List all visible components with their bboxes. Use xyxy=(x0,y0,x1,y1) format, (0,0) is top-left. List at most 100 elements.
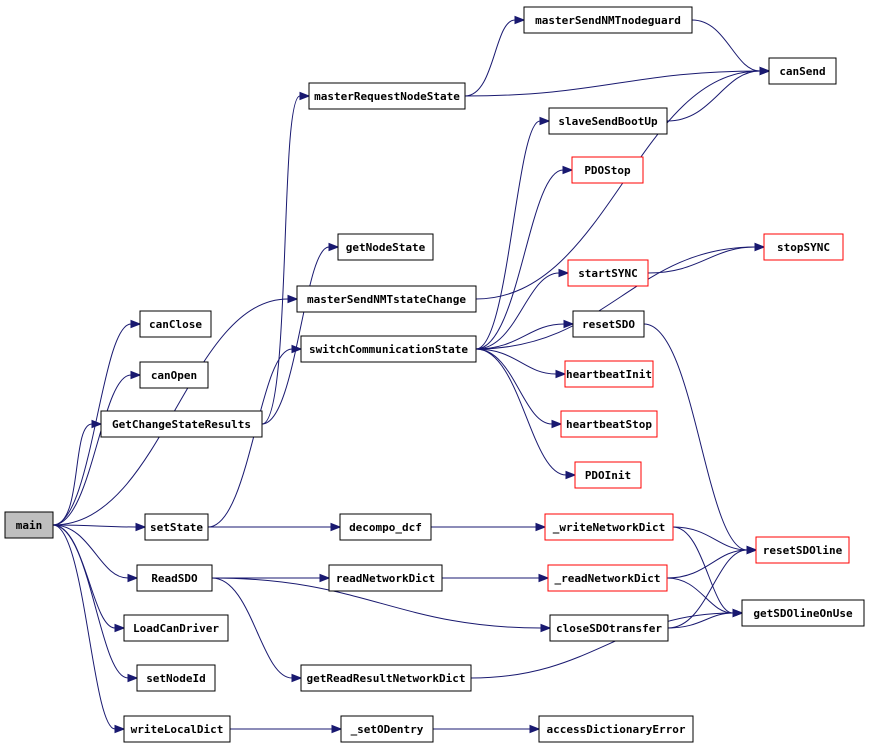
edge-switchCommunicationState-to-PDOStop xyxy=(475,165,574,350)
node-canSend[interactable]: canSend xyxy=(768,57,837,85)
node-writeLocalDict[interactable]: writeLocalDict xyxy=(123,715,231,743)
node-box[interactable] xyxy=(544,513,674,541)
node-box[interactable] xyxy=(328,564,443,592)
node-box[interactable] xyxy=(300,664,472,692)
node-masterSendNMTstateChange[interactable]: masterSendNMTstateChange xyxy=(296,285,477,313)
arrowhead-icon xyxy=(732,608,744,618)
edge-ReadSDO-to-closeSDOtransfer xyxy=(211,577,552,633)
node-box[interactable] xyxy=(549,614,669,642)
node-heartbeatStop[interactable]: heartbeatStop xyxy=(560,410,658,438)
node-getSDOlineOnUse[interactable]: getSDOlineOnUse xyxy=(741,599,865,627)
node-box[interactable] xyxy=(139,310,212,338)
node-box[interactable] xyxy=(340,715,434,743)
edge-line xyxy=(475,348,557,375)
node-box[interactable] xyxy=(4,511,54,539)
edge-GetChangeStateResults-to-masterRequestNodeState xyxy=(261,91,311,425)
node-masterRequestNodeState[interactable]: masterRequestNodeState xyxy=(308,82,466,110)
edge-line xyxy=(475,246,756,350)
node-box[interactable] xyxy=(567,259,649,287)
edge-_writeNetworkDict-to-resetSDOline xyxy=(672,526,758,555)
node-box[interactable] xyxy=(548,107,668,135)
node-box[interactable] xyxy=(308,82,466,110)
node-setNodeId[interactable]: setNodeId xyxy=(136,664,216,692)
edge-GetChangeStateResults-to-getNodeState xyxy=(261,242,340,425)
edge-line xyxy=(666,549,748,579)
node-box[interactable] xyxy=(741,599,865,627)
node-ReadSDO[interactable]: ReadSDO xyxy=(136,564,213,592)
node-box[interactable] xyxy=(763,233,844,261)
arrowhead-icon xyxy=(563,319,575,329)
node-canClose[interactable]: canClose xyxy=(139,310,212,338)
node-slaveSendBootUp[interactable]: slaveSendBootUp xyxy=(548,107,668,135)
arrowhead-icon xyxy=(565,470,577,480)
node-box[interactable] xyxy=(300,335,477,363)
node-GetChangeStateResults[interactable]: GetChangeStateResults xyxy=(100,410,263,438)
node-accessDictionaryError[interactable]: accessDictionaryError xyxy=(538,715,694,743)
node-box[interactable] xyxy=(123,715,231,743)
node-box[interactable] xyxy=(339,513,432,541)
node-getNodeState[interactable]: getNodeState xyxy=(337,233,434,261)
node-box[interactable] xyxy=(574,461,642,489)
arrowhead-icon xyxy=(287,294,299,304)
node-box[interactable] xyxy=(123,614,229,642)
node-box[interactable] xyxy=(100,410,263,438)
node-decompo_dcf[interactable]: decompo_dcf xyxy=(339,513,432,541)
node-stopSYNC[interactable]: stopSYNC xyxy=(763,233,844,261)
edge-switchCommunicationState-to-PDOInit xyxy=(475,348,577,480)
edge-line xyxy=(672,526,734,614)
edge-line xyxy=(691,19,761,72)
node-getReadResultNetworkDict[interactable]: getReadResultNetworkDict xyxy=(300,664,472,692)
edge-setState-to-switchCommunicationState xyxy=(207,344,303,528)
arrowhead-icon xyxy=(328,242,340,252)
node-main[interactable]: main xyxy=(4,511,54,539)
node-box[interactable] xyxy=(538,715,694,743)
node-box[interactable] xyxy=(144,513,209,541)
edge-setState-to-decompo_dcf xyxy=(208,522,342,532)
node-switchCommunicationState[interactable]: switchCommunicationState xyxy=(300,335,477,363)
edge-_readNetworkDict-to-resetSDOline xyxy=(666,545,758,579)
node-label: heartbeatStop xyxy=(566,418,652,431)
node-startSYNC[interactable]: startSYNC xyxy=(567,259,649,287)
node-label: canOpen xyxy=(151,369,197,382)
node-closeSDOtransfer[interactable]: closeSDOtransfer xyxy=(549,614,669,642)
node-box[interactable] xyxy=(296,285,477,313)
node-box[interactable] xyxy=(136,664,216,692)
edge-closeSDOtransfer-to-resetSDOline xyxy=(667,545,758,629)
node-box[interactable] xyxy=(755,536,850,564)
node-LoadCanDriver[interactable]: LoadCanDriver xyxy=(123,614,229,642)
node-canOpen[interactable]: canOpen xyxy=(139,361,209,389)
node-resetSDOline[interactable]: resetSDOline xyxy=(755,536,850,564)
node-box[interactable] xyxy=(572,310,645,338)
node-box[interactable] xyxy=(564,360,654,388)
node-readNetworkDict[interactable]: readNetworkDict xyxy=(328,564,443,592)
node-box[interactable] xyxy=(571,156,644,184)
node-heartbeatInit[interactable]: heartbeatInit xyxy=(564,360,654,388)
node-box[interactable] xyxy=(136,564,213,592)
node-box[interactable] xyxy=(139,361,209,389)
arrowhead-icon xyxy=(539,116,551,126)
node-PDOInit[interactable]: PDOInit xyxy=(574,461,642,489)
node-box[interactable] xyxy=(547,564,668,592)
edge-switchCommunicationState-to-heartbeatInit xyxy=(475,348,567,379)
edge-line xyxy=(52,423,93,526)
edge-line xyxy=(475,323,565,350)
node-PDOStop[interactable]: PDOStop xyxy=(571,156,644,184)
node-box[interactable] xyxy=(337,233,434,261)
edge-line xyxy=(464,19,516,97)
edge-line xyxy=(643,323,748,551)
arrowhead-icon xyxy=(114,623,126,633)
node-setState[interactable]: setState xyxy=(144,513,209,541)
node-masterSendNMTnodeguard[interactable]: masterSendNMTnodeguard xyxy=(523,6,693,34)
edge-switchCommunicationState-to-resetSDO xyxy=(475,319,575,350)
edge-ReadSDO-to-getReadResultNetworkDict xyxy=(211,577,303,683)
edge-main-to-GetChangeStateResults xyxy=(52,419,103,526)
node-_setODentry[interactable]: _setODentry xyxy=(340,715,434,743)
arrowhead-icon xyxy=(514,15,526,25)
node-_writeNetworkDict[interactable]: _writeNetworkDict xyxy=(544,513,674,541)
node-box[interactable] xyxy=(768,57,837,85)
node-box[interactable] xyxy=(523,6,693,34)
node-label: slaveSendBootUp xyxy=(558,115,658,128)
node-box[interactable] xyxy=(560,410,658,438)
node-resetSDO[interactable]: resetSDO xyxy=(572,310,645,338)
node-_readNetworkDict[interactable]: _readNetworkDict xyxy=(547,564,668,592)
